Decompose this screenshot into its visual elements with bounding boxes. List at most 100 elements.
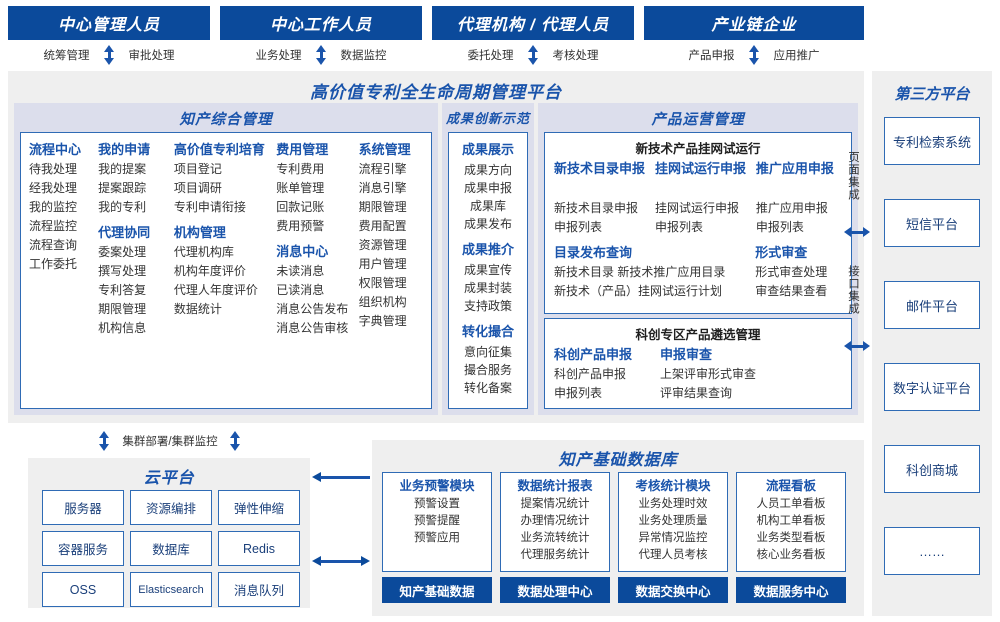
role-card-3[interactable]: 产业链企业 (644, 6, 864, 40)
role-card-0[interactable]: 中心管理人员 (8, 6, 210, 40)
third-party-item[interactable]: 专利检索系统 (884, 117, 980, 165)
menu-item[interactable]: 流程引擎 (358, 162, 407, 176)
group-header-申报审查[interactable]: 申报审查 (660, 347, 713, 362)
cloud-cell[interactable]: Redis (218, 531, 300, 566)
menu-item[interactable]: 账单管理 (276, 181, 325, 195)
menu-item[interactable]: 办理情况统计 (520, 515, 590, 527)
menu-item[interactable]: 成果申报 (463, 181, 512, 195)
group-header-新技术目录申报[interactable]: 新技术目录申报 (554, 161, 646, 176)
menu-item[interactable]: 消息公告发布 (276, 302, 349, 316)
menu-item[interactable]: 业务处理质量 (638, 515, 708, 527)
menu-item[interactable]: 代理机构库 (173, 245, 234, 259)
menu-item[interactable]: 资源管理 (358, 238, 407, 252)
menu-item[interactable]: 权限管理 (358, 276, 407, 290)
group-header-流程看板[interactable]: 流程看板 (765, 479, 816, 493)
menu-item[interactable]: 预警设置 (414, 498, 460, 510)
menu-item[interactable]: 我的监控 (29, 200, 78, 214)
group-header-代理协同[interactable]: 代理协同 (98, 225, 151, 240)
menu-item[interactable]: 机构信息 (98, 321, 147, 335)
menu-item[interactable]: 支持政策 (463, 299, 512, 313)
role-card-1[interactable]: 中心工作人员 (220, 6, 422, 40)
menu-item[interactable]: 成果发布 (463, 217, 512, 231)
menu-item[interactable]: 评审结果查询 (660, 386, 733, 400)
menu-item[interactable]: 期限管理 (98, 302, 147, 316)
menu-item[interactable]: 未读消息 (276, 264, 325, 278)
database-footer-知产基础数据[interactable]: 知产基础数据 (382, 577, 492, 603)
menu-item[interactable]: 形式审查处理 (755, 265, 828, 279)
menu-item[interactable]: 审查结果查看 (755, 284, 828, 298)
menu-item[interactable]: 消息公告审核 (276, 321, 349, 335)
database-footer-数据交换中心[interactable]: 数据交换中心 (618, 577, 728, 603)
menu-item[interactable]: 业务类型看板 (756, 532, 826, 544)
group-header-形式审查[interactable]: 形式审查 (755, 245, 808, 260)
menu-item[interactable]: 已读消息 (276, 283, 325, 297)
cloud-cell[interactable]: Elasticsearch (130, 572, 212, 607)
menu-item[interactable]: 预警应用 (414, 532, 460, 544)
menu-item[interactable]: 经我处理 (29, 181, 78, 195)
group-header-我的申请[interactable]: 我的申请 (98, 142, 151, 157)
cloud-cell[interactable]: 消息队列 (218, 572, 300, 607)
menu-item[interactable]: 工作委托 (29, 257, 78, 271)
menu-item[interactable]: 代理服务统计 (520, 549, 590, 561)
third-party-item[interactable]: 科创商城 (884, 445, 980, 493)
third-party-item[interactable]: 数字认证平台 (884, 363, 980, 411)
menu-item[interactable]: 专利答复 (98, 283, 147, 297)
menu-item[interactable]: 机构年度评价 (173, 264, 246, 278)
group-header-推广应用申报[interactable]: 推广应用申报 (755, 161, 834, 176)
menu-item[interactable]: 成果库 (469, 199, 506, 213)
third-party-item[interactable]: 短信平台 (884, 199, 980, 247)
cloud-cell[interactable]: 数据库 (130, 531, 212, 566)
third-party-item[interactable]: 邮件平台 (884, 281, 980, 329)
cloud-cell[interactable]: 容器服务 (42, 531, 124, 566)
cloud-cell[interactable]: OSS (42, 572, 124, 607)
menu-item[interactable]: 新技术（产品）挂网试运行计划 (554, 284, 723, 298)
menu-item[interactable]: 申报列表 (554, 220, 603, 234)
menu-item[interactable]: 回款记账 (276, 200, 325, 214)
menu-item[interactable]: 成果封装 (463, 281, 512, 295)
group-header-目录发布查询[interactable]: 目录发布查询 (554, 245, 633, 260)
cloud-cell[interactable]: 资源编排 (130, 490, 212, 525)
database-footer-数据处理中心[interactable]: 数据处理中心 (500, 577, 610, 603)
group-header-费用管理[interactable]: 费用管理 (276, 142, 329, 157)
menu-item[interactable]: 异常情况监控 (638, 532, 708, 544)
group-header-考核统计模块[interactable]: 考核统计模块 (635, 479, 711, 493)
group-header-转化撮合[interactable]: 转化撮合 (461, 324, 514, 339)
group-header-系统管理[interactable]: 系统管理 (358, 142, 411, 157)
group-header-流程中心[interactable]: 流程中心 (29, 142, 82, 157)
menu-item[interactable]: 代理人员考核 (638, 549, 708, 561)
cloud-cell[interactable]: 弹性伸缩 (218, 490, 300, 525)
menu-item[interactable]: 意向征集 (463, 345, 512, 359)
menu-item[interactable]: 字典管理 (358, 314, 407, 328)
menu-item[interactable]: 流程监控 (29, 219, 78, 233)
menu-item[interactable]: 申报列表 (654, 220, 703, 234)
menu-item[interactable]: 申报列表 (554, 386, 603, 400)
group-header-机构管理[interactable]: 机构管理 (173, 225, 226, 240)
third-party-item[interactable]: …… (884, 527, 980, 575)
menu-item[interactable]: 待我处理 (29, 162, 78, 176)
menu-item[interactable]: 业务处理时效 (638, 498, 708, 510)
menu-item[interactable]: 推广应用申报 (755, 201, 828, 215)
menu-item[interactable]: 成果方向 (463, 163, 512, 177)
group-header-业务预警模块[interactable]: 业务预警模块 (399, 479, 475, 493)
group-header-数据统计报表[interactable]: 数据统计报表 (517, 479, 593, 493)
menu-item[interactable]: 专利费用 (276, 162, 325, 176)
menu-item[interactable]: 费用配置 (358, 219, 407, 233)
menu-item[interactable]: 数据统计 (173, 302, 222, 316)
group-header-成果推介[interactable]: 成果推介 (461, 242, 514, 257)
menu-item[interactable]: 项目登记 (173, 162, 222, 176)
menu-item[interactable]: 机构工单看板 (756, 515, 826, 527)
menu-item[interactable]: 预警提醒 (414, 515, 460, 527)
menu-item[interactable]: 委案处理 (98, 245, 147, 259)
menu-item[interactable]: 核心业务看板 (756, 549, 826, 561)
menu-item[interactable]: 撰写处理 (98, 264, 147, 278)
menu-item[interactable]: 消息引擎 (358, 181, 407, 195)
menu-item[interactable]: 新技术目录 新技术推广应用目录 (554, 265, 726, 279)
menu-item[interactable]: 撮合服务 (463, 363, 512, 377)
menu-item[interactable]: 业务流转统计 (520, 532, 590, 544)
menu-item[interactable]: 期限管理 (358, 200, 407, 214)
menu-item[interactable]: 组织机构 (358, 295, 407, 309)
menu-item[interactable]: 科创产品申报 (554, 367, 627, 381)
group-header-高价值专利培育[interactable]: 高价值专利培育 (173, 142, 265, 157)
menu-item[interactable]: 新技术目录申报 (554, 201, 639, 215)
menu-item[interactable]: 成果宣传 (463, 263, 512, 277)
